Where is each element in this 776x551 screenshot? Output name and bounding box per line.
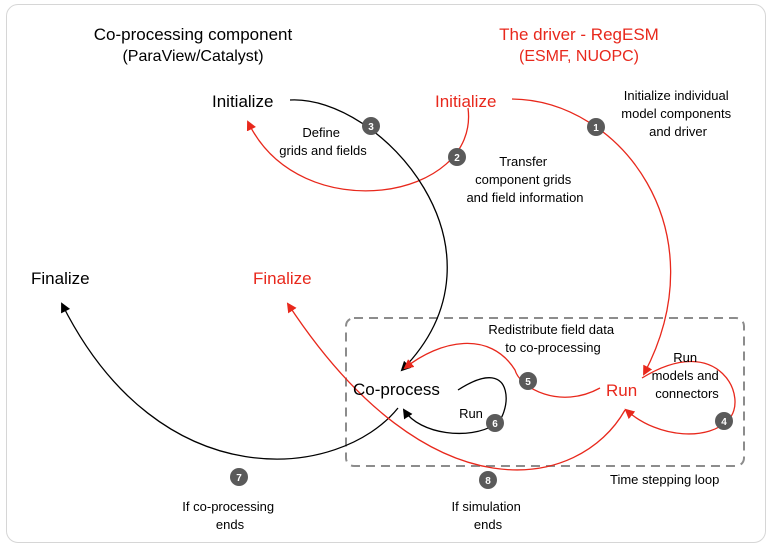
component-header-subtitle: (ParaView/Catalyst) <box>122 48 263 65</box>
svg-text:3: 3 <box>368 122 374 133</box>
svg-text:1: 1 <box>593 123 599 134</box>
step-8-label: If simulation ends <box>452 499 525 532</box>
component-initialize-node: Initialize <box>212 92 273 111</box>
step-4-label: Run models and connectors <box>652 350 723 401</box>
arrow-step-1 <box>511 98 672 376</box>
step-8-badge: 8 <box>479 471 497 489</box>
driver-finalize-node: Finalize <box>253 269 312 288</box>
step-5-label: Redistribute field data to co-processing <box>488 322 617 355</box>
step-6-badge: 6 <box>486 414 504 432</box>
svg-text:4: 4 <box>721 417 727 428</box>
diagram-frame <box>6 4 766 543</box>
svg-text:2: 2 <box>454 153 460 164</box>
driver-header-title: The driver - RegESM <box>499 25 659 44</box>
driver-run-node: Run <box>606 381 637 400</box>
step-3-label: Define grids and fields <box>279 125 367 158</box>
step-3-badge: 3 <box>362 117 380 135</box>
component-finalize-node: Finalize <box>31 269 90 288</box>
arrow-step-3 <box>289 99 448 372</box>
step-2-label: Transfer component grids and field infor… <box>466 154 583 205</box>
arrow-step-7 <box>61 302 399 460</box>
step-2-badge: 2 <box>448 148 466 166</box>
driver-header-subtitle: (ESMF, NUOPC) <box>519 48 639 65</box>
step-1-badge: 1 <box>587 118 605 136</box>
step-5-badge: 5 <box>519 372 537 390</box>
coprocess-node: Co-process <box>353 380 440 399</box>
svg-text:8: 8 <box>485 476 491 487</box>
time-stepping-loop-label: Time stepping loop <box>610 472 719 487</box>
step-7-badge: 7 <box>230 468 248 486</box>
driver-initialize-node: Initialize <box>435 92 496 111</box>
arrow-step-8 <box>286 302 626 471</box>
component-header-title: Co-processing component <box>94 25 293 44</box>
step-4-badge: 4 <box>715 412 733 430</box>
step-1-label: Initialize individual model components a… <box>621 88 734 139</box>
arrow-step-5 <box>403 342 601 398</box>
step-6-label: Run <box>459 406 483 421</box>
step-7-label: If co-processing ends <box>182 499 277 532</box>
arrow-step-2 <box>246 107 470 192</box>
svg-text:6: 6 <box>492 419 498 430</box>
svg-text:5: 5 <box>525 377 531 388</box>
svg-text:7: 7 <box>236 473 242 484</box>
